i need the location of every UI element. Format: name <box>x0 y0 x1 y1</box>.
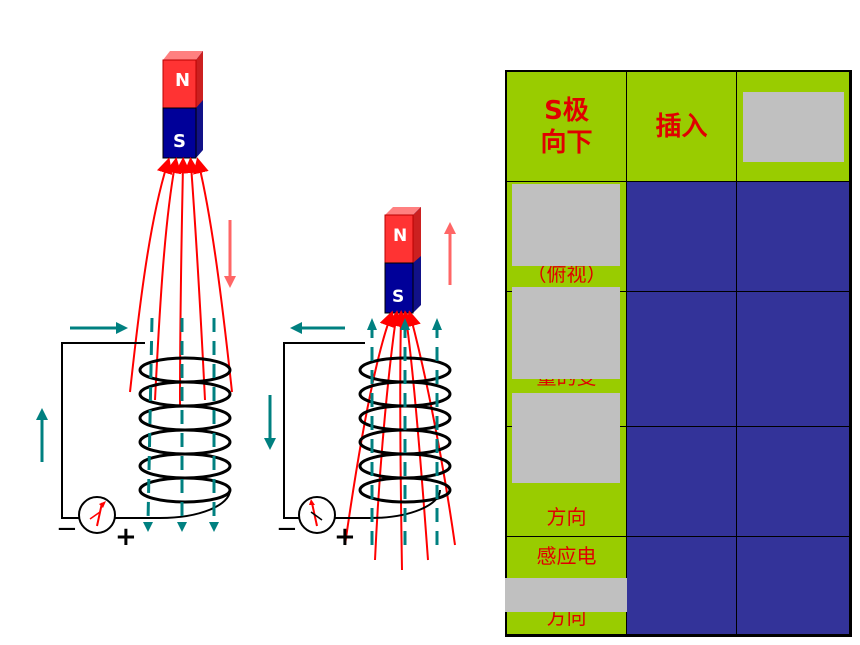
row-4-label-top: 感应电 <box>536 544 597 568</box>
answer-mask-row-2 <box>512 287 620 379</box>
row-1-label: （俯视） <box>526 262 607 286</box>
right-circuit-wire <box>283 342 365 519</box>
answer-mask-row-1 <box>512 184 620 266</box>
right-galvanometer: − + <box>276 496 356 552</box>
row-3-label: 方向 <box>546 505 587 529</box>
answer-mask-row-3 <box>512 393 620 483</box>
left-setup: N S <box>36 51 236 552</box>
answer-mask-header <box>743 92 844 162</box>
right-magnet-n-label: N <box>393 226 407 246</box>
right-meter-minus: − <box>276 514 298 544</box>
left-induced-field <box>146 317 216 523</box>
right-bar-magnet: N S <box>384 207 421 314</box>
row-3-cell-2 <box>627 427 737 537</box>
left-magnet-s-label: S <box>173 131 186 152</box>
magnet-north-face <box>162 59 197 109</box>
right-magnet-s-label: S <box>392 287 404 307</box>
left-field-lines <box>129 157 233 406</box>
header-action-cell: 插入 <box>627 72 737 182</box>
row-4-cell-2 <box>627 537 737 635</box>
left-galvanometer: − + <box>56 496 137 552</box>
row-3-cell-3 <box>737 427 850 537</box>
left-meter-minus: − <box>56 514 78 544</box>
left-meter-plus: + <box>115 522 137 552</box>
left-magnet-n-label: N <box>175 70 190 91</box>
right-induced-field <box>370 328 439 545</box>
row-2-cell-3 <box>737 292 850 427</box>
right-meter-plus: + <box>334 522 356 552</box>
answer-mask-row-4 <box>505 578 627 612</box>
row-4-cell-3 <box>737 537 850 635</box>
left-circuit-wire <box>61 342 145 519</box>
right-setup: N S <box>264 207 456 571</box>
row-2-cell-2 <box>627 292 737 427</box>
left-coil <box>138 356 232 504</box>
row-1-cell-2 <box>627 182 737 292</box>
row-1-cell-3 <box>737 182 850 292</box>
left-bar-magnet: N S <box>162 51 203 159</box>
header-pole-cell: S极 向下 <box>507 72 627 182</box>
